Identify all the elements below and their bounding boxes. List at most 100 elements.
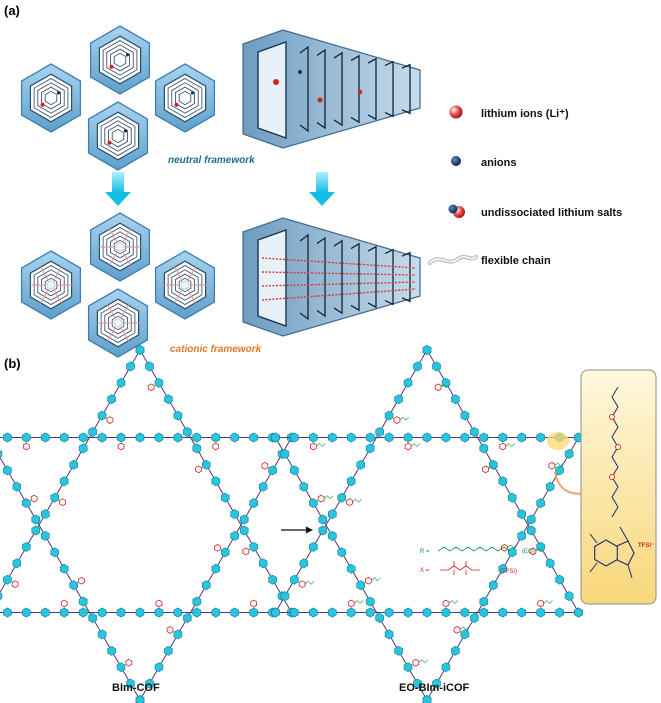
imidazole-unit (393, 416, 401, 424)
legend-label-lithium-ions: lithium ions (Li⁺) (481, 108, 569, 120)
bim-cof-name: BIm-COF (112, 682, 160, 694)
phenyl-ring (97, 607, 107, 618)
phenyl-ring (22, 541, 31, 552)
phenyl-ring (230, 432, 239, 443)
phenyl-ring (78, 596, 88, 607)
phenyl-ring (3, 607, 12, 618)
phenyl-ring (488, 580, 498, 591)
depth-ring (37, 269, 65, 301)
lithium-ion-icon (449, 105, 463, 119)
phenyl-ring (126, 678, 135, 689)
imidazole-unit (548, 461, 556, 470)
channel-chain (187, 289, 196, 304)
depth-ring (111, 315, 125, 331)
phenyl-ring (403, 432, 413, 443)
phenyl-ring (564, 591, 574, 602)
neutral-channel-tube (242, 29, 421, 149)
phenyl-ring (97, 410, 107, 421)
eo-substituent (543, 600, 553, 604)
phenyl-ring (432, 361, 441, 372)
anion-particle (123, 129, 128, 133)
phenyl-ring (536, 541, 545, 552)
imidazole-unit (166, 626, 174, 634)
phenyl-ring (517, 607, 527, 618)
channel-chain (40, 266, 49, 281)
channel-chain (109, 251, 118, 266)
phenyl-ring (145, 678, 154, 689)
phenyl-ring (470, 613, 479, 623)
phenyl-ring (290, 574, 299, 585)
imidazole-unit (147, 383, 155, 392)
phenyl-ring (422, 432, 432, 443)
bim-cof-network (0, 345, 296, 703)
panel-b-label: (b) (4, 356, 21, 371)
tube-ring (384, 248, 394, 306)
imidazole-unit (434, 383, 442, 392)
depth-ring (108, 124, 128, 148)
phenyl-ring (107, 645, 116, 656)
phenyl-ring (154, 377, 164, 388)
depth-ring (167, 265, 203, 305)
phenyl-ring (290, 607, 299, 618)
side-chain-inset: TFSI⁻ (580, 369, 657, 605)
phenyl-ring (40, 530, 50, 541)
imidazole-unit (261, 461, 269, 470)
depth-ring (33, 265, 69, 305)
legend: lithium ions (Li⁺) anions undissociated … (428, 105, 622, 267)
phenyl-ring (394, 645, 403, 656)
phenyl-ring (403, 377, 413, 388)
phenyl-ring (271, 607, 280, 618)
phenyl-ring (59, 476, 69, 487)
pore-hexagon (87, 101, 149, 171)
phenyl-ring (88, 427, 97, 437)
eo-bim-icof-name: EO-BIm-iCOF (399, 682, 470, 694)
tube-ring (384, 60, 394, 118)
hexagon-pore (29, 73, 73, 123)
chain-strand (261, 271, 417, 276)
phenyl-ring (309, 541, 318, 552)
depth-ring (175, 86, 195, 110)
lithium-particle (317, 97, 323, 103)
phenyl-ring (31, 514, 41, 525)
phenyl-ring (116, 432, 126, 443)
phenyl-ring (422, 695, 432, 703)
phenyl-ring (211, 563, 221, 574)
anion-particle (56, 91, 61, 95)
depth-ring (175, 273, 195, 297)
cationic-channel-tube (242, 217, 421, 337)
phenyl-ring (309, 607, 318, 618)
channel-chain (40, 289, 49, 304)
depth-ring (171, 269, 199, 301)
eo-substituent (418, 659, 429, 664)
phenyl-ring (211, 607, 221, 618)
phenyl-ring (249, 498, 258, 509)
depth-ring (113, 52, 127, 68)
phenyl-ring (154, 432, 164, 443)
phenyl-ring (290, 465, 299, 476)
phenyl-ring (470, 427, 479, 437)
imidazolium-side-chain-structure (589, 386, 635, 579)
phenyl-ring (384, 607, 394, 618)
lithium-particle (109, 64, 114, 69)
lithium-particle (174, 102, 179, 107)
phenyl-ring (59, 563, 69, 574)
depth-ring (41, 86, 61, 110)
phenyl-ring (78, 432, 88, 443)
imidazole-unit (412, 658, 420, 667)
phenyl-ring (545, 481, 555, 492)
phenyl-ring (327, 509, 337, 520)
phenyl-ring (460, 432, 470, 443)
phenyl-ring (50, 492, 60, 503)
eo-substituent (505, 443, 515, 447)
phenyl-ring (337, 547, 347, 558)
channel-chain (120, 304, 129, 319)
lithium-particle (40, 102, 45, 107)
phenyl-ring (12, 481, 22, 492)
phenyl-ring (59, 432, 69, 443)
tube-ring (367, 57, 377, 121)
depth-ring (110, 235, 130, 259)
phenyl-ring (192, 432, 202, 443)
phenyl-ring (574, 607, 583, 618)
phenyl-ring (126, 361, 135, 372)
phenyl-ring (154, 662, 164, 673)
